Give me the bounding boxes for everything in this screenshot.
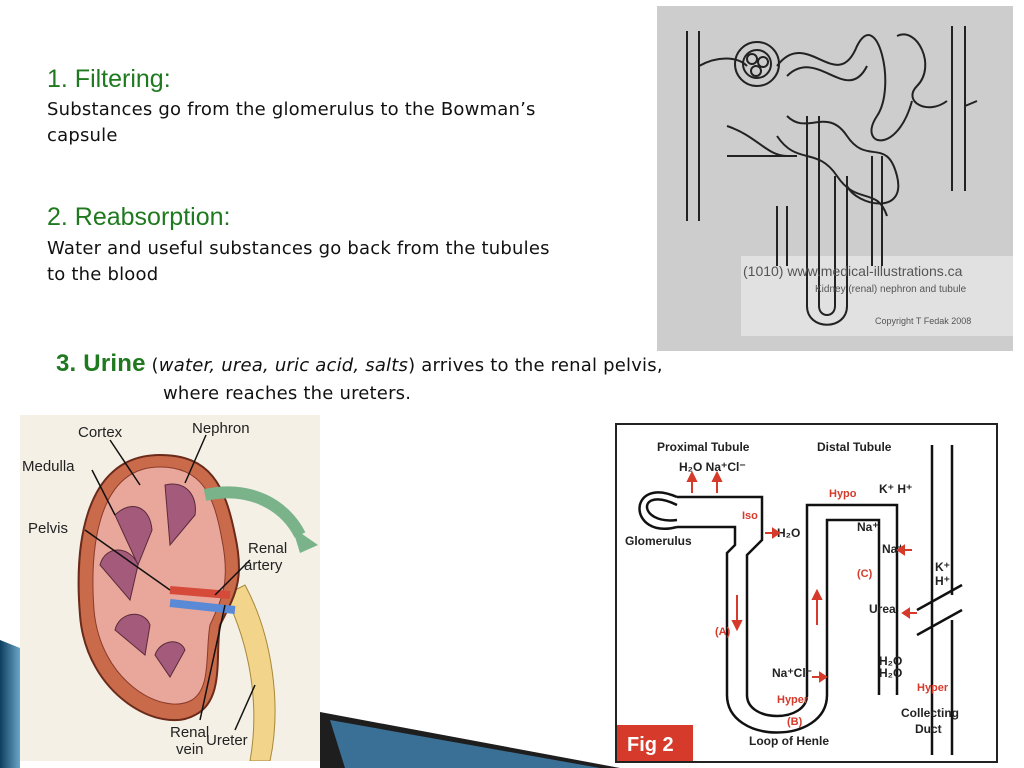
label-renal-artery-1: Renal [248, 540, 287, 557]
label-renal-vein-2: vein [176, 741, 204, 758]
reabsorption-heading: 2. Reabsorption: [47, 203, 231, 231]
label-na-plus-1: Na⁺ [857, 520, 879, 534]
label-collecting: Collecting [901, 706, 959, 720]
nephron-illustration: (1010) www.medical-illustrations.ca Kidn… [657, 6, 1013, 351]
urine-paren-open: ( [145, 355, 159, 376]
urine-text-rest: ) arrives to the renal pelvis, [408, 355, 663, 376]
filtering-heading: 1. Filtering: [47, 65, 171, 93]
label-na-plus-2: Na⁺ [882, 542, 904, 556]
label-nephron: Nephron [192, 420, 250, 437]
loop-drawing: Proximal Tubule Distal Tubule H₂O Na⁺Cl⁻… [617, 425, 996, 761]
reabsorption-text: Water and useful substances go back from… [47, 236, 657, 288]
urine-components: water, urea, uric acid, salts [158, 355, 409, 376]
label-c: (C) [857, 568, 873, 580]
nephron-drawing: (1010) www.medical-illustrations.ca Kidn… [657, 6, 1013, 351]
label-a: (A) [715, 626, 731, 638]
label-hyper-loop: Hyper [777, 694, 809, 706]
reabsorption-text-line1: Water and useful substances go back from… [47, 238, 550, 259]
label-h-plus: H⁺ [935, 574, 950, 588]
label-k-h-top: K⁺ H⁺ [879, 482, 912, 496]
kidney-cross-section-illustration: Cortex Nephron Medulla Pelvis Renal arte… [20, 415, 320, 761]
label-proximal-tubule: Proximal Tubule [657, 440, 750, 454]
label-hyper-cd: Hyper [917, 682, 949, 694]
watermark-copyright: Copyright T Fedak 2008 [875, 316, 971, 326]
label-renal-artery-2: artery [244, 557, 283, 574]
watermark-url: (1010) www.medical-illustrations.ca [743, 263, 963, 279]
label-hypo: Hypo [829, 488, 857, 500]
label-urea: Urea [869, 602, 896, 616]
label-h2o-nacl-top: H₂O Na⁺Cl⁻ [679, 460, 746, 474]
label-nacl-bottom: Na⁺Cl⁻ [772, 666, 812, 680]
label-h2o-cd-2: H₂O [879, 666, 902, 680]
loop-of-henle-figure: Proximal Tubule Distal Tubule H₂O Na⁺Cl⁻… [615, 423, 998, 763]
fig-2-label: Fig 2 [627, 734, 674, 756]
label-h2o-right: H₂O [777, 526, 800, 540]
label-renal-vein-1: Renal [170, 724, 209, 741]
reabsorption-text-line2: to the blood [47, 264, 159, 285]
urine-line: 3. Urine (water, urea, uric acid, salts)… [56, 349, 816, 379]
kidney-drawing: Cortex Nephron Medulla Pelvis Renal arte… [20, 415, 320, 761]
filtering-text-line1: Substances go from the glomerulus to the… [47, 99, 536, 120]
urine-heading: 3. Urine [56, 350, 146, 377]
urine-text-line2: where reaches the ureters. [163, 383, 412, 404]
label-pelvis: Pelvis [28, 520, 68, 537]
label-duct: Duct [915, 722, 942, 736]
label-ureter: Ureter [206, 732, 248, 749]
label-medulla: Medulla [22, 458, 75, 475]
label-k-plus: K⁺ [935, 560, 950, 574]
filtering-text-line2: capsule [47, 125, 118, 146]
label-distal-tubule: Distal Tubule [817, 440, 892, 454]
label-b: (B) [787, 716, 803, 728]
label-iso: Iso [742, 510, 758, 522]
filtering-text: Substances go from the glomerulus to the… [47, 97, 647, 149]
label-loop-of-henle: Loop of Henle [749, 734, 829, 748]
watermark-caption: Kidney (renal) nephron and tubule [815, 284, 967, 295]
label-cortex: Cortex [78, 424, 123, 441]
label-glomerulus: Glomerulus [625, 534, 692, 548]
label-h2o-cd-1: H₂O [879, 654, 902, 668]
